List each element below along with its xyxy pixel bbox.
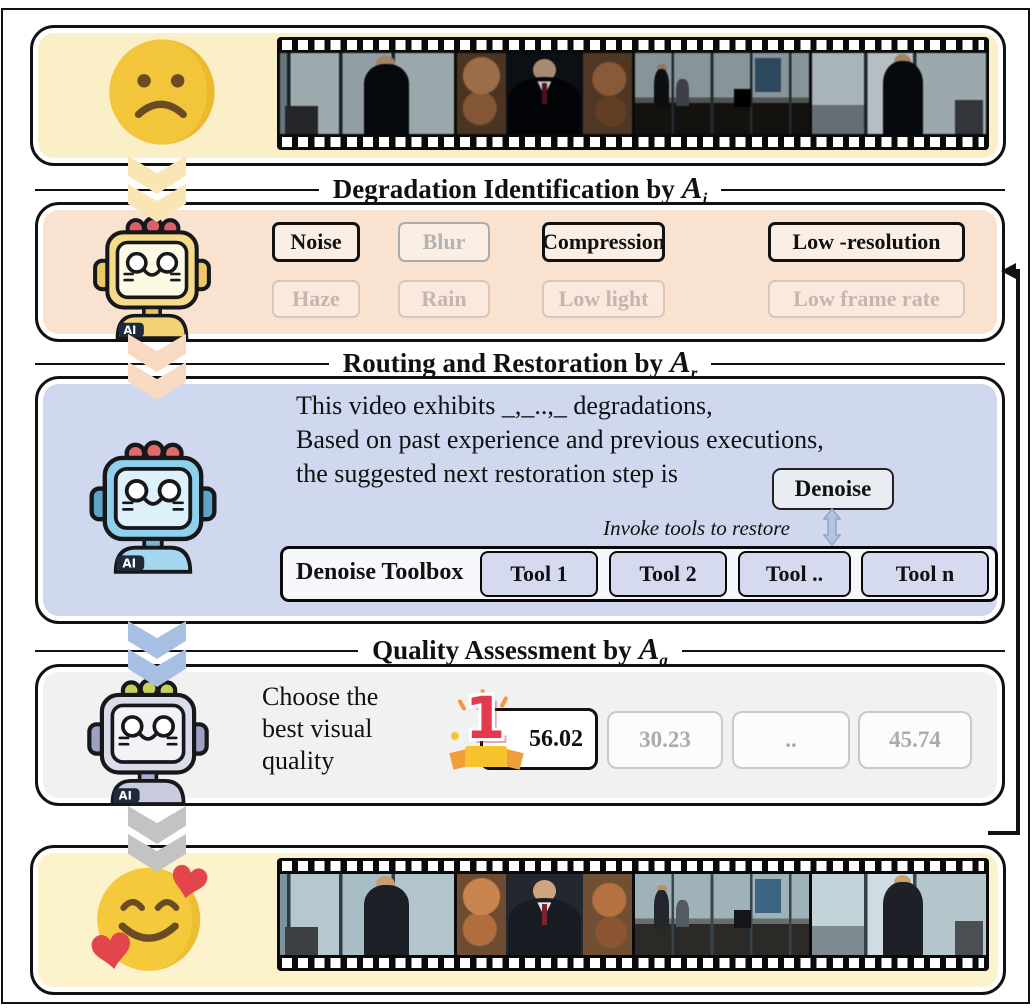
routing-message: This video exhibits _,_..,_ degradations…	[296, 389, 824, 491]
agent-symbol: A	[670, 344, 691, 380]
feedback-arrowhead-icon	[1001, 263, 1016, 279]
figure-frame	[1, 8, 1030, 1004]
routing-line-1: This video exhibits _,_..,_ degradations…	[296, 391, 713, 420]
smiling-face-with-hearts-icon	[91, 864, 208, 971]
assessment-robot-icon: AI	[87, 678, 209, 806]
score-option-4[interactable]: 45.74	[858, 711, 972, 769]
film-frame	[280, 53, 455, 134]
tool-2-button[interactable]: Tool 2	[609, 551, 727, 597]
title-rule-right	[681, 649, 1006, 653]
feedback-loop-line	[988, 831, 1020, 835]
score-option-2[interactable]: 30.23	[607, 711, 723, 769]
heart-icon	[172, 864, 208, 899]
suggested-step-denoise-button[interactable]: Denoise	[772, 468, 894, 510]
title-text: Routing and Restoration by	[342, 348, 663, 379]
agent-subscript: a	[659, 650, 668, 670]
agent-symbol: A	[681, 170, 703, 206]
toolbox-label: Denoise Toolbox	[296, 559, 464, 585]
robot-ai-badge: AI	[122, 556, 136, 570]
degradation-low-frame-rate-button[interactable]: Low frame rate	[768, 280, 965, 318]
degradation-compression-button[interactable]: Compression	[542, 222, 665, 262]
title-rule-left	[35, 362, 329, 366]
flow-arrow-down-icon	[128, 621, 186, 687]
film-frame	[457, 874, 632, 955]
sad-face-icon	[109, 39, 215, 145]
rank-number: 1	[465, 684, 506, 752]
restored-video-filmstrip	[277, 858, 989, 971]
double-arrow-icon	[822, 508, 842, 546]
prompt-line-3: quality	[262, 746, 335, 775]
routing-line-3: the suggested next restoration step is	[296, 459, 678, 488]
film-frame	[280, 874, 455, 955]
degradation-blur-button[interactable]: Blur	[398, 222, 490, 262]
degradation-low-light-button[interactable]: Low light	[542, 280, 665, 318]
degradation-low-resolution-button[interactable]: Low -resolution	[768, 222, 965, 262]
film-frame	[811, 874, 986, 955]
prompt-line-1: Choose the	[262, 682, 379, 711]
degradation-rain-button[interactable]: Rain	[398, 280, 490, 318]
filmstrip-sprockets	[282, 40, 984, 50]
agent-subscript: i	[702, 189, 708, 209]
film-frame	[811, 53, 986, 134]
degradation-haze-button[interactable]: Haze	[272, 280, 360, 318]
title-rule-left	[35, 649, 359, 653]
identification-robot-icon: AI	[93, 216, 211, 340]
routing-robot-icon: AI	[89, 440, 217, 574]
filmstrip-sprockets	[282, 137, 984, 147]
feedback-loop-line	[1016, 269, 1020, 835]
routing-line-2: Based on past experience and previous ex…	[296, 425, 824, 454]
degradation-noise-button[interactable]: Noise	[272, 222, 360, 262]
flow-arrow-down-icon	[128, 806, 186, 872]
tool-1-button[interactable]: Tool 1	[480, 551, 598, 597]
title-rule-right	[711, 362, 1006, 366]
title-text: Quality Assessment by	[372, 635, 632, 666]
first-place-badge-icon: 1	[449, 684, 528, 778]
agent-symbol: A	[638, 631, 660, 667]
assessment-prompt: Choose the best visual quality	[262, 681, 378, 777]
tool-n-button[interactable]: Tool n	[861, 551, 989, 597]
invoke-tools-note: Invoke tools to restore	[603, 516, 790, 540]
flow-arrow-down-icon	[128, 156, 186, 222]
film-frame	[457, 53, 632, 134]
prompt-line-2: best visual	[262, 714, 373, 743]
tool-ellipsis-button[interactable]: Tool ..	[738, 551, 851, 597]
title-rule-right	[721, 188, 1005, 192]
title-text: Degradation Identification by	[332, 174, 675, 205]
robot-ai-badge: AI	[124, 324, 137, 337]
filmstrip-sprockets	[282, 958, 984, 968]
robot-ai-badge: AI	[119, 789, 132, 803]
film-frame	[634, 53, 809, 134]
film-frame	[634, 874, 809, 955]
heart-icon	[91, 932, 130, 970]
flow-arrow-down-icon	[128, 334, 186, 400]
filmstrip-sprockets	[282, 861, 984, 871]
agent-subscript: r	[690, 363, 698, 383]
degraded-video-filmstrip	[277, 37, 989, 150]
score-option-ellipsis[interactable]: ..	[732, 711, 850, 769]
